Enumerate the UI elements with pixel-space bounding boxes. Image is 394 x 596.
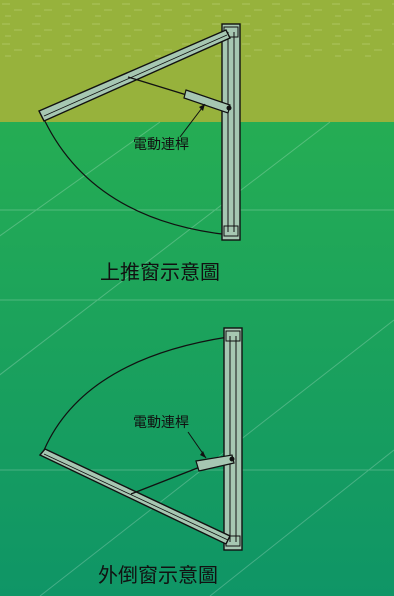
opening-arc bbox=[41, 336, 229, 456]
diagram-caption: 上推窗示意圖 bbox=[100, 260, 220, 284]
actuator-label: 電動連桿 bbox=[133, 415, 189, 431]
opening-arc bbox=[41, 114, 231, 236]
leader-arrowhead bbox=[199, 104, 205, 111]
push-up-window-diagram: 電動連桿 上推窗示意圖 bbox=[38, 23, 241, 284]
tilt-out-window-diagram: 電動連桿 外倒窗示意圖 bbox=[38, 327, 243, 587]
label-leader-line bbox=[179, 103, 206, 138]
opened-sash bbox=[38, 448, 231, 545]
background-lines bbox=[0, 121, 394, 596]
electric-actuator bbox=[127, 76, 232, 114]
opened-sash bbox=[38, 29, 231, 122]
diagram-caption: 外倒窗示意圖 bbox=[98, 563, 218, 587]
leader-arrowhead bbox=[200, 451, 206, 458]
window-frame bbox=[221, 23, 241, 241]
actuator-label: 電動連桿 bbox=[133, 137, 189, 153]
window-frame bbox=[223, 327, 243, 551]
electric-actuator bbox=[130, 454, 235, 495]
